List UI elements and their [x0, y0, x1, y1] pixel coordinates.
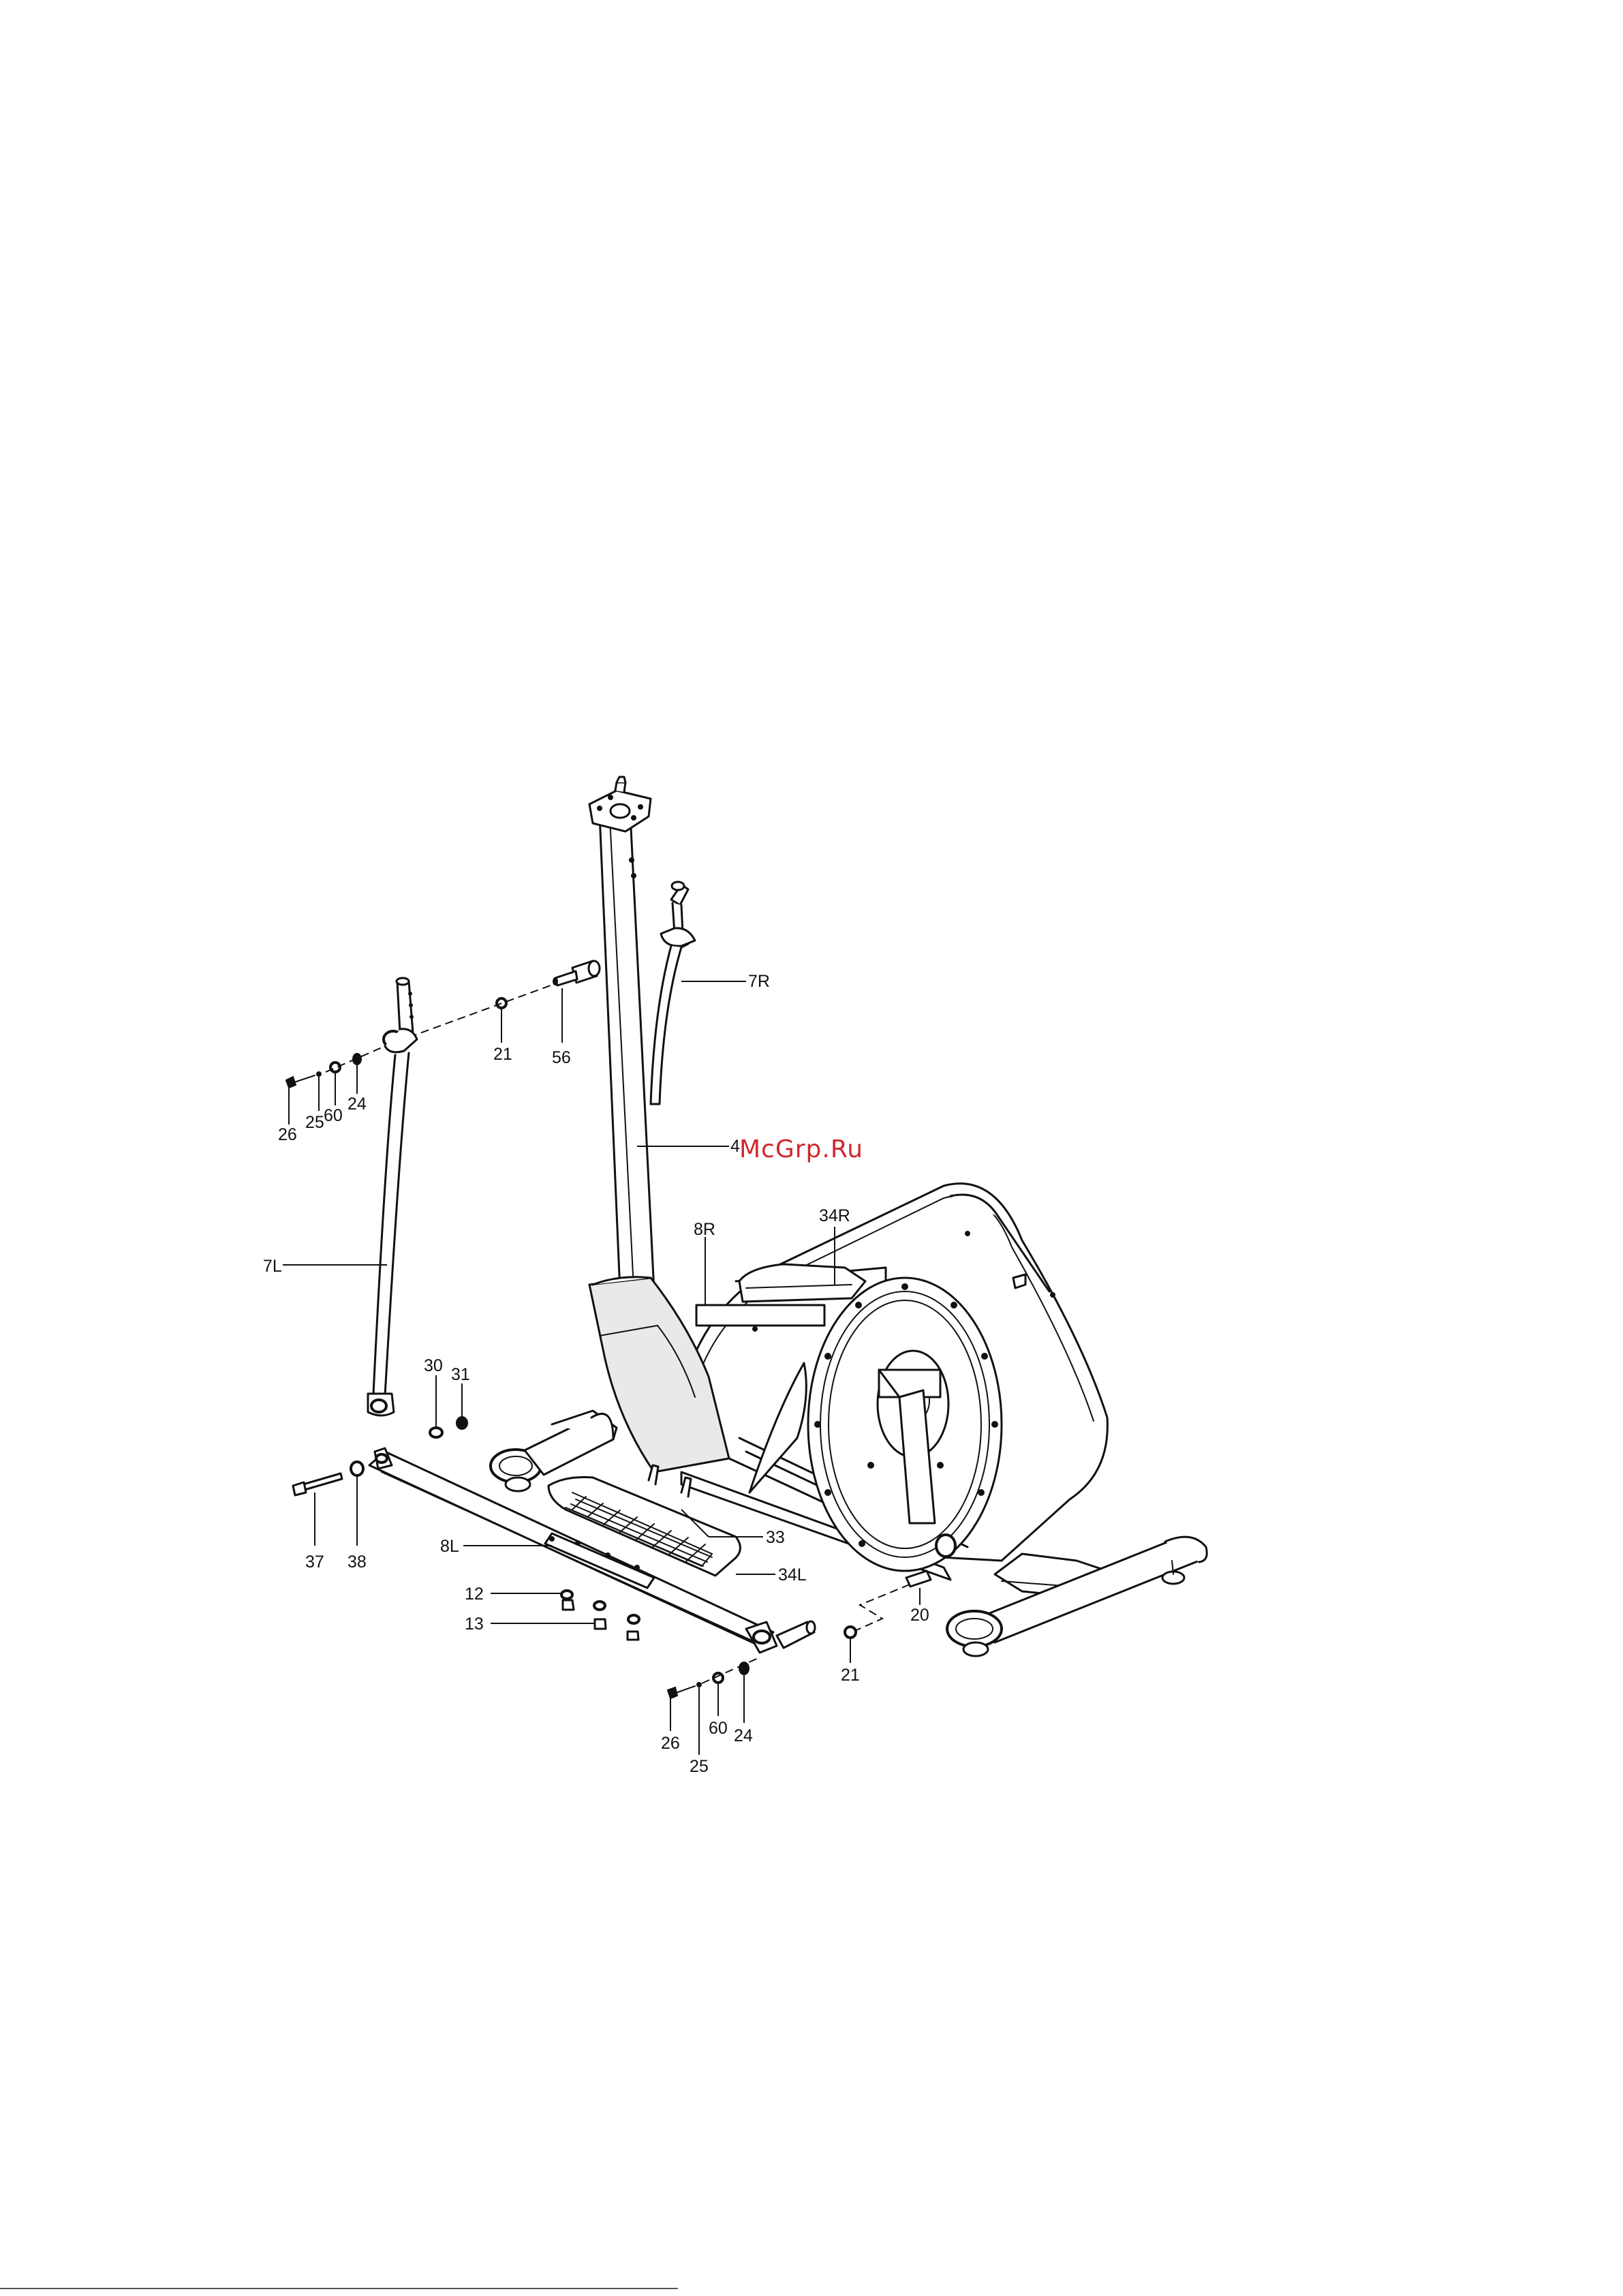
label-12: 12 [465, 1585, 484, 1604]
label-13: 13 [465, 1614, 484, 1634]
label-34L: 34L [778, 1565, 807, 1585]
label-60-top: 60 [324, 1106, 343, 1125]
label-4: 4 [730, 1137, 740, 1156]
flywheel [808, 1278, 1002, 1571]
label-37: 37 [305, 1552, 324, 1572]
label-30: 30 [424, 1356, 443, 1375]
handlebar-left-7L [368, 978, 417, 1415]
label-26-top: 26 [278, 1125, 297, 1144]
label-34R: 34R [819, 1206, 850, 1225]
label-8L: 8L [440, 1537, 459, 1556]
label-21-bottom: 21 [841, 1666, 860, 1685]
label-21-top: 21 [493, 1045, 512, 1064]
handlebar-right-7R [651, 882, 695, 1104]
label-25-bottom: 25 [690, 1757, 709, 1776]
label-8R: 8R [694, 1220, 715, 1239]
label-38: 38 [347, 1552, 367, 1572]
label-25-top: 25 [305, 1113, 324, 1132]
axle-56 [553, 961, 600, 985]
watermark: McGrp.Ru [739, 1135, 863, 1163]
label-26-bottom: 26 [661, 1734, 680, 1753]
hardware-bottom [668, 1657, 760, 1698]
bolt-37-washer-38 [293, 1462, 363, 1495]
axle-20 [845, 1571, 931, 1638]
label-33: 33 [766, 1528, 785, 1547]
label-24-top: 24 [347, 1095, 367, 1114]
label-20: 20 [910, 1606, 929, 1625]
label-60-bottom: 60 [709, 1719, 728, 1738]
label-31: 31 [451, 1365, 470, 1384]
nuts-12-13 [561, 1591, 639, 1640]
label-7R: 7R [748, 972, 770, 991]
label-56: 56 [552, 1048, 571, 1067]
label-7L: 7L [263, 1257, 282, 1276]
label-24-bottom: 24 [734, 1726, 753, 1745]
